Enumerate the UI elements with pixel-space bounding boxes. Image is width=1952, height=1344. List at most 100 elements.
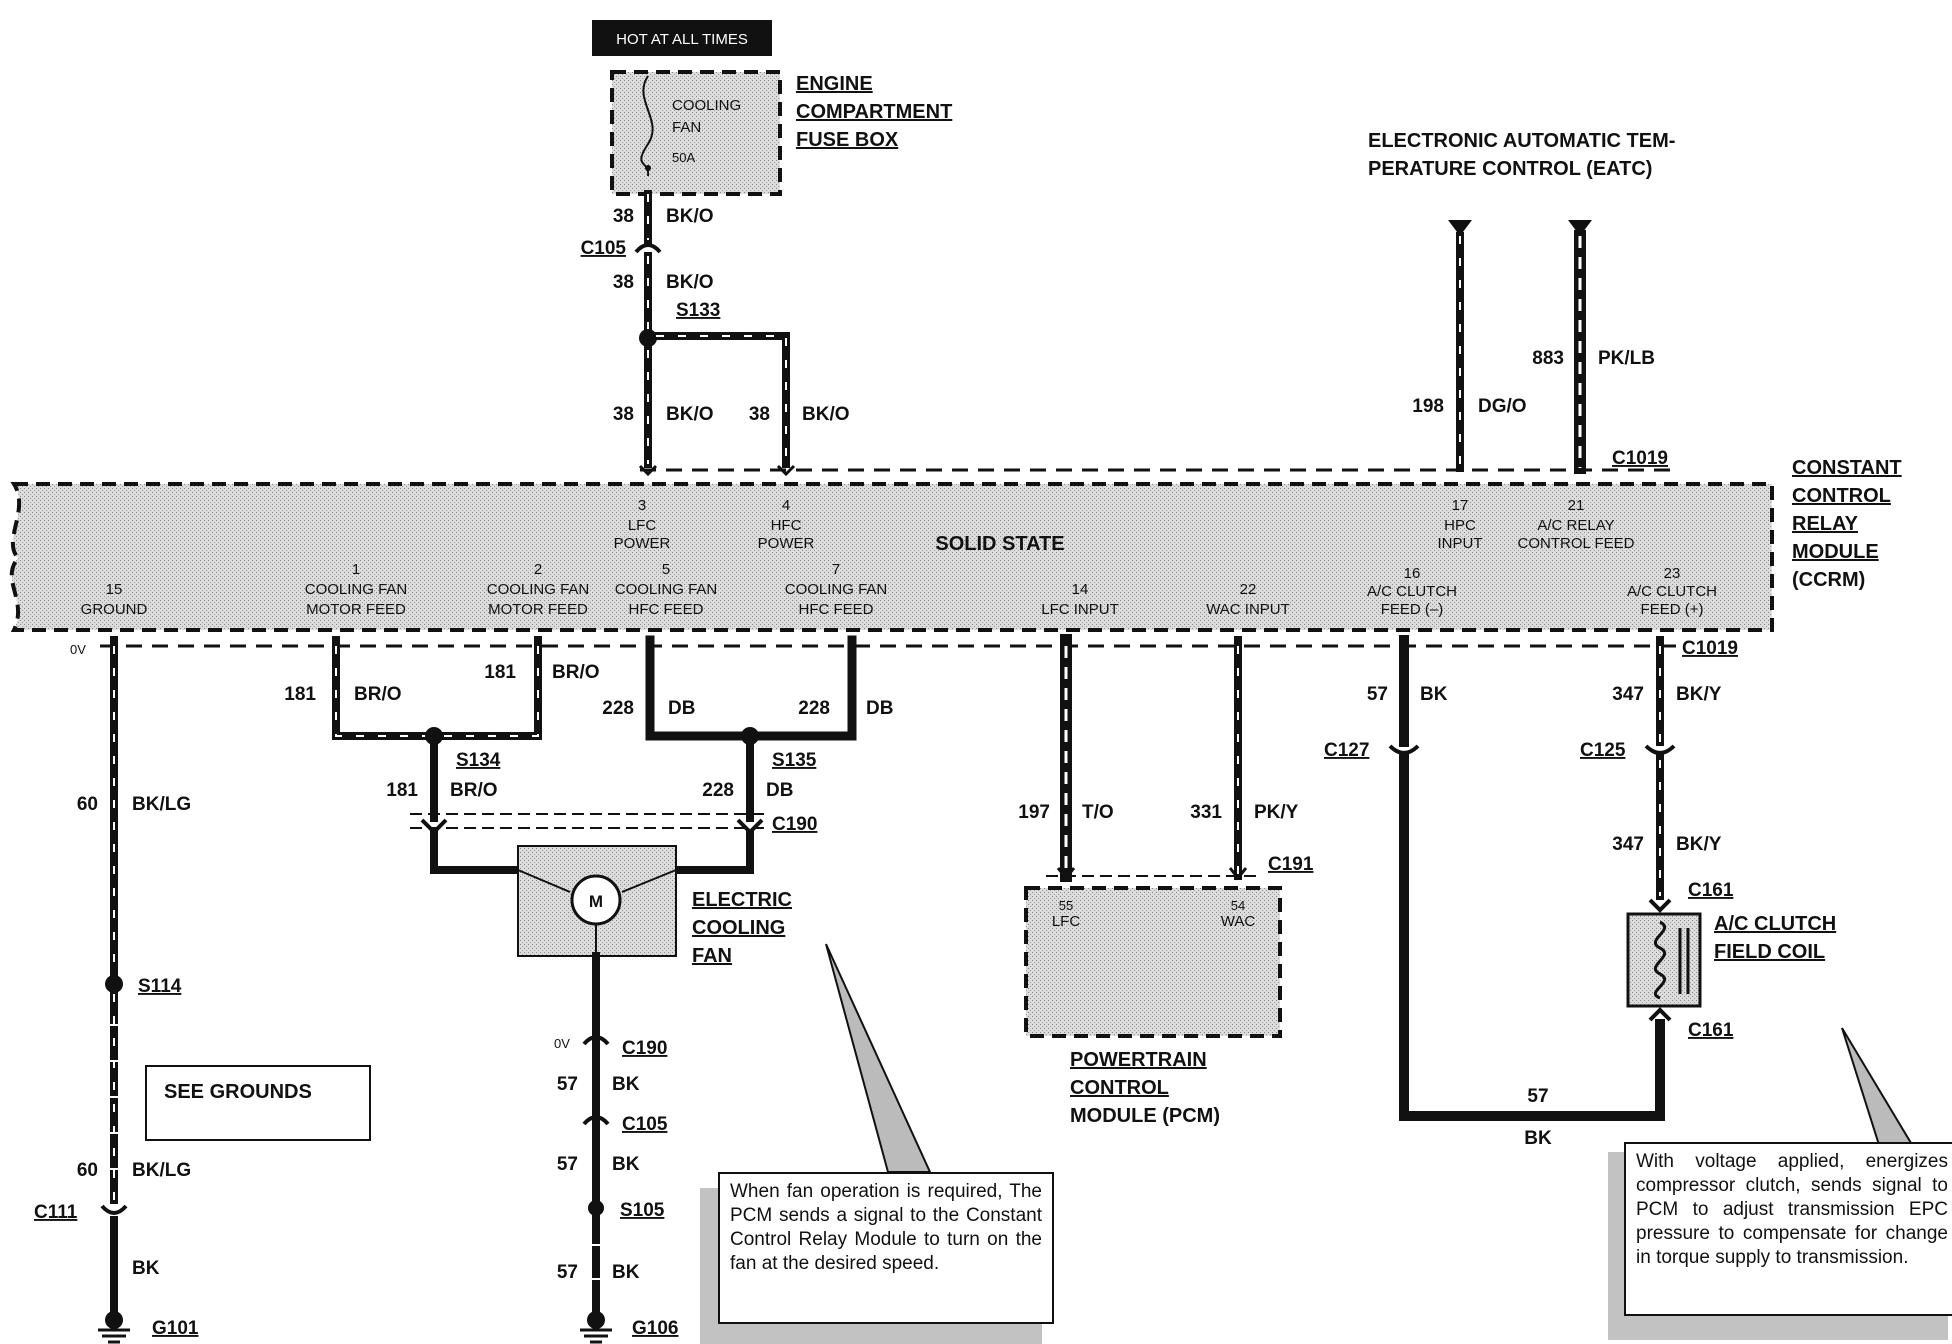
svg-text:DB: DB	[866, 698, 893, 719]
coil-icon	[1653, 920, 1667, 1000]
svg-text:GROUND: GROUND	[81, 601, 148, 618]
svg-text:5: 5	[662, 561, 670, 578]
svg-text:BK: BK	[612, 1262, 640, 1283]
svg-text:DB: DB	[668, 698, 695, 719]
svg-text:181: 181	[284, 684, 316, 705]
eatc-arrow-icon	[1568, 220, 1592, 236]
svg-text:S105: S105	[620, 1200, 665, 1221]
c111-connector	[100, 1204, 128, 1215]
svg-text:C1019: C1019	[1682, 638, 1738, 659]
svg-text:ENGINE: ENGINE	[796, 73, 873, 95]
svg-text:21: 21	[1568, 497, 1585, 514]
svg-text:347: 347	[1612, 834, 1644, 855]
svg-text:LFC INPUT: LFC INPUT	[1041, 601, 1119, 618]
svg-text:15: 15	[106, 581, 123, 598]
electric-cooling-fan-title: ELECTRIC COOLING FAN	[692, 889, 792, 967]
svg-text:G101: G101	[152, 1318, 199, 1339]
svg-text:POWER: POWER	[758, 535, 815, 552]
svg-text:COMPARTMENT: COMPARTMENT	[796, 101, 952, 123]
svg-text:BK/Y: BK/Y	[1676, 834, 1722, 855]
c190-connector-top	[420, 818, 764, 835]
svg-text:57: 57	[1527, 1086, 1548, 1107]
svg-text:A/C CLUTCH: A/C CLUTCH	[1714, 913, 1836, 935]
svg-text:COOLING: COOLING	[672, 97, 741, 114]
svg-text:BK: BK	[1420, 684, 1448, 705]
powertrain-control-module: 55 LFC 54 WAC	[1024, 886, 1282, 1038]
svg-text:C105: C105	[581, 238, 627, 259]
eatc-title: ELECTRONIC AUTOMATIC TEM- PERATURE CONTR…	[1368, 130, 1675, 180]
svg-text:198: 198	[1412, 396, 1444, 417]
svg-text:C161: C161	[1688, 880, 1734, 901]
svg-text:55: 55	[1059, 898, 1073, 913]
svg-text:BK: BK	[612, 1154, 640, 1175]
svg-text:0V: 0V	[554, 1036, 570, 1051]
svg-text:FEED (–): FEED (–)	[1381, 601, 1444, 618]
svg-text:HOT AT ALL TIMES: HOT AT ALL TIMES	[616, 31, 748, 48]
c105-connector-bottom	[582, 1115, 610, 1126]
c105-connector-top	[634, 243, 662, 254]
svg-text:228: 228	[602, 698, 634, 719]
svg-text:BK/LG: BK/LG	[132, 794, 191, 815]
fuse-box-title: ENGINE COMPARTMENT FUSE BOX	[796, 73, 952, 151]
svg-text:M: M	[589, 892, 603, 911]
svg-text:7: 7	[832, 561, 840, 578]
svg-text:228: 228	[798, 698, 830, 719]
svg-text:C191: C191	[1268, 854, 1314, 875]
ccrm-module: SOLID STATE 15 GROUND 1 COOLING FAN MOTO…	[9, 482, 1774, 632]
svg-text:14: 14	[1072, 581, 1089, 598]
svg-text:16: 16	[1404, 565, 1421, 582]
svg-text:BK/Y: BK/Y	[1676, 684, 1722, 705]
svg-text:SEE GROUNDS: SEE GROUNDS	[164, 1081, 312, 1103]
svg-text:C161: C161	[1688, 1020, 1734, 1041]
svg-text:BK/O: BK/O	[666, 404, 714, 425]
svg-text:FIELD COIL: FIELD COIL	[1714, 941, 1825, 963]
svg-text:54: 54	[1231, 898, 1245, 913]
svg-text:PK/LB: PK/LB	[1598, 348, 1655, 369]
svg-text:C190: C190	[772, 814, 817, 835]
svg-text:S135: S135	[772, 750, 817, 771]
svg-text:HFC: HFC	[771, 517, 802, 534]
svg-text:A/C RELAY: A/C RELAY	[1537, 517, 1614, 534]
svg-text:S114: S114	[138, 976, 182, 997]
svg-text:FEED (+): FEED (+)	[1641, 601, 1704, 618]
svg-text:181: 181	[484, 662, 516, 683]
svg-text:38: 38	[613, 272, 634, 293]
svg-text:C111: C111	[34, 1202, 78, 1223]
fan-operation-note: When fan operation is required, The PCM …	[718, 1172, 1054, 1324]
svg-text:RELAY: RELAY	[1792, 513, 1859, 535]
svg-text:38: 38	[749, 404, 770, 425]
svg-text:CONTROL: CONTROL	[1070, 1077, 1169, 1099]
pcm-title: POWERTRAIN CONTROL MODULE (PCM)	[1070, 1049, 1220, 1127]
ac-clutch-field-coil	[1626, 912, 1702, 1008]
svg-text:ELECTRONIC AUTOMATIC TEM-: ELECTRONIC AUTOMATIC TEM-	[1368, 130, 1675, 152]
svg-text:WAC: WAC	[1221, 913, 1256, 930]
svg-text:HFC FEED: HFC FEED	[799, 601, 874, 618]
svg-text:T/O: T/O	[1082, 802, 1114, 823]
svg-text:197: 197	[1018, 802, 1050, 823]
svg-text:FUSE BOX: FUSE BOX	[796, 129, 899, 151]
svg-text:ELECTRIC: ELECTRIC	[692, 889, 792, 911]
svg-text:CONTROL: CONTROL	[1792, 485, 1891, 507]
engine-compartment-fuse-box: COOLING FAN 50A	[610, 70, 782, 196]
svg-text:MOTOR FEED: MOTOR FEED	[488, 601, 588, 618]
svg-text:60: 60	[77, 794, 98, 815]
svg-text:BR/O: BR/O	[354, 684, 402, 705]
svg-text:HPC: HPC	[1444, 517, 1476, 534]
svg-text:38: 38	[613, 404, 634, 425]
svg-text:C1019: C1019	[1612, 448, 1668, 469]
svg-text:57: 57	[557, 1262, 578, 1283]
svg-text:57: 57	[1367, 684, 1388, 705]
svg-text:BK/O: BK/O	[666, 272, 714, 293]
svg-text:MOTOR FEED: MOTOR FEED	[306, 601, 406, 618]
ccrm-title: CONSTANT CONTROL RELAY MODULE (CCRM)	[1792, 457, 1902, 591]
svg-text:(CCRM): (CCRM)	[1792, 569, 1865, 591]
svg-text:A/C CLUTCH: A/C CLUTCH	[1627, 583, 1717, 600]
svg-text:0V: 0V	[70, 642, 86, 657]
svg-text:S134: S134	[456, 750, 501, 771]
svg-text:CONTROL FEED: CONTROL FEED	[1518, 535, 1635, 552]
svg-text:DB: DB	[766, 780, 793, 801]
svg-text:3: 3	[638, 497, 646, 514]
svg-text:COOLING FAN: COOLING FAN	[487, 581, 590, 598]
svg-text:WAC INPUT: WAC INPUT	[1206, 601, 1290, 618]
see-grounds-box	[145, 1065, 371, 1141]
